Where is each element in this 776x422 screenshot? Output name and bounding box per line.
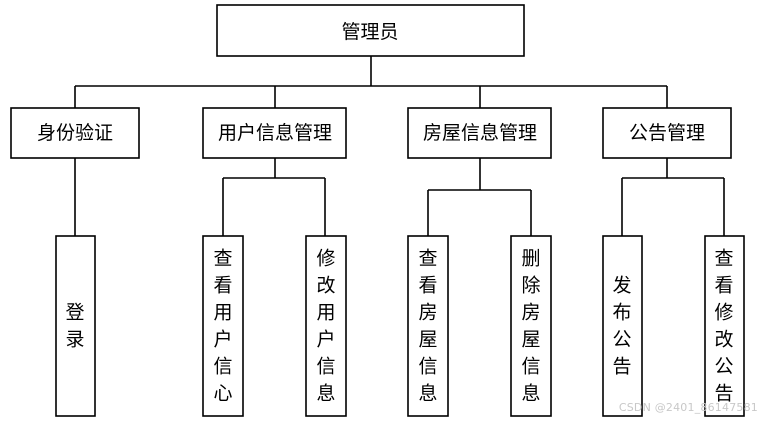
leaf-label-2-1: 查看用户信心 <box>213 248 232 405</box>
leaf-char: 修 <box>714 302 733 324</box>
leaf-char: 信 <box>418 356 437 378</box>
leaf-char: 改 <box>316 275 335 297</box>
leaf-node-4-1: 发布公告 <box>602 235 643 417</box>
leaf-char: 息 <box>418 383 437 405</box>
leaf-char: 登 <box>65 302 84 324</box>
leaf-char: 看 <box>213 275 232 297</box>
root-box <box>216 4 525 57</box>
leaf-char: 改 <box>714 329 733 351</box>
leaf-char: 公 <box>612 329 631 351</box>
leaf-node-2-2: 修改用户信息 <box>305 235 347 417</box>
leaf-box-4-1 <box>602 235 643 417</box>
leaf-char: 信 <box>521 356 540 378</box>
leaf-char: 心 <box>213 383 232 405</box>
leaf-node-1-1: 登录 <box>55 235 96 417</box>
leaf-char: 查 <box>213 248 232 270</box>
leaf-char: 房 <box>418 302 437 324</box>
leaf-char: 屋 <box>521 329 540 351</box>
leaf-char: 除 <box>521 275 540 297</box>
leaf-node-3-2: 删除房屋信息 <box>510 235 552 417</box>
module-label-2: 用户信息管理 <box>218 122 332 144</box>
module-box-1 <box>10 107 140 159</box>
leaf-char: 信 <box>316 356 335 378</box>
connectors <box>74 56 725 236</box>
leaf-char: 查 <box>714 248 733 270</box>
module-node-3: 房屋信息管理 <box>407 107 552 159</box>
leaf-label-4-1: 发布公告 <box>612 275 631 378</box>
leaf-char: 息 <box>316 383 335 405</box>
leaf-char: 用 <box>316 302 335 324</box>
leaf-label-3-2: 删除房屋信息 <box>521 248 540 405</box>
leaf-label-4-2: 查看修改公告 <box>714 248 733 405</box>
root-node: 管理员 <box>216 4 525 57</box>
module-node-4: 公告管理 <box>602 107 732 159</box>
leaf-box-3-2 <box>510 235 552 417</box>
module-label-4: 公告管理 <box>629 122 705 144</box>
leaf-node-3-1: 查看房屋信息 <box>407 235 449 417</box>
leaf-char: 户 <box>213 329 232 351</box>
leaf-char: 看 <box>418 275 437 297</box>
leaf-label-3-1: 查看房屋信息 <box>418 248 437 405</box>
module-box-2 <box>202 107 347 159</box>
leaf-char: 发 <box>612 275 631 297</box>
leaf-char: 看 <box>714 275 733 297</box>
module-box-3 <box>407 107 552 159</box>
leaf-char: 房 <box>521 302 540 324</box>
leaf-box-2-1 <box>202 235 244 417</box>
leaf-node-2-1: 查看用户信心 <box>202 235 244 417</box>
leaf-char: 信 <box>213 356 232 378</box>
module-box-4 <box>602 107 732 159</box>
leaf-char: 告 <box>612 356 631 378</box>
leaf-char: 布 <box>612 302 631 324</box>
leaf-char: 查 <box>418 248 437 270</box>
leaf-char: 屋 <box>418 329 437 351</box>
leaf-box-2-2 <box>305 235 347 417</box>
leaf-char: 修 <box>316 248 335 270</box>
leaf-label-2-2: 修改用户信息 <box>316 248 335 405</box>
module-label-1: 身份验证 <box>37 122 113 144</box>
module-label-3: 房屋信息管理 <box>423 122 537 144</box>
leaf-char: 户 <box>316 329 335 351</box>
leaf-char: 用 <box>213 302 232 324</box>
leaf-box-3-1 <box>407 235 449 417</box>
leaf-node-4-2: 查看修改公告 <box>704 235 745 417</box>
root-label: 管理员 <box>341 21 398 43</box>
watermark: CSDN @2401_86147581 <box>618 401 758 414</box>
module-node-2: 用户信息管理 <box>202 107 347 159</box>
leaf-char: 录 <box>65 329 84 351</box>
leaf-label-1-1: 登录 <box>65 302 84 351</box>
leaf-char: 息 <box>521 383 540 405</box>
leaf-box-4-2 <box>704 235 745 417</box>
leaf-char: 公 <box>714 356 733 378</box>
module-node-1: 身份验证 <box>10 107 140 159</box>
leaf-char: 删 <box>521 248 540 270</box>
leaf-box-1-1 <box>55 235 96 417</box>
leaf-char: 告 <box>714 383 733 405</box>
